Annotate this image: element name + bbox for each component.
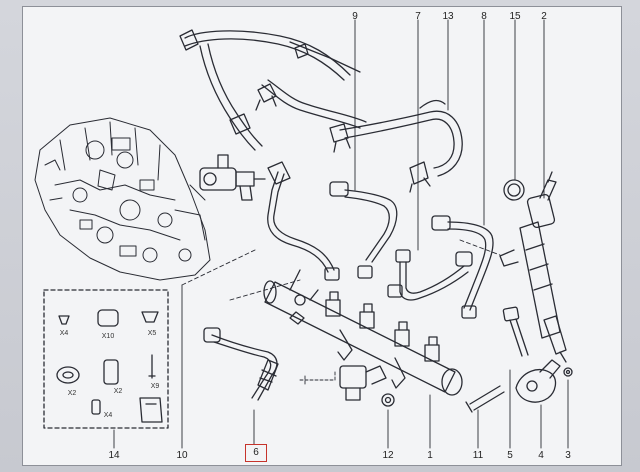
callout-5: 5 (507, 450, 513, 461)
kit-label-x4: X4 (59, 330, 69, 337)
kit-label-x4-second: X4 (103, 412, 113, 419)
highlight-box (245, 444, 267, 462)
callout-6: 6 (253, 447, 259, 458)
kit-label-x10: X10 (101, 333, 115, 340)
kit-label-x2-second: X2 (113, 388, 123, 395)
return-fitting (199, 154, 266, 201)
callout-11: 11 (472, 450, 484, 461)
callout-8: 8 (481, 11, 487, 22)
callout-4: 4 (538, 450, 544, 461)
callout-12: 12 (382, 450, 394, 461)
kit-label-x2: X2 (67, 390, 77, 397)
callout-13: 13 (442, 11, 454, 22)
small-parts-kit (43, 289, 169, 429)
callout-14: 14 (108, 450, 120, 461)
engine-block (34, 117, 211, 281)
sealing-washer (503, 179, 525, 201)
injector-bolt (502, 306, 529, 357)
injector-clamp (515, 359, 561, 403)
mounting-stud (465, 385, 505, 413)
callout-15: 15 (509, 11, 521, 22)
callout-leader-lines (113, 19, 569, 449)
fuel-return-hose-assembly (179, 29, 463, 193)
fuel-injector (499, 171, 567, 363)
callout-10: 10 (176, 450, 188, 461)
kit-label-x9: X9 (150, 383, 160, 390)
callout-1: 1 (427, 450, 433, 461)
pressure-sensor (339, 365, 395, 407)
fuel-rail (263, 269, 463, 396)
kit-label-x5: X5 (147, 330, 157, 337)
callout-9: 9 (352, 11, 358, 22)
callout-7: 7 (415, 11, 421, 22)
copper-washer (563, 367, 573, 377)
callout-3: 3 (565, 450, 571, 461)
high-pressure-pipes (203, 161, 494, 401)
callout-2: 2 (541, 11, 547, 22)
